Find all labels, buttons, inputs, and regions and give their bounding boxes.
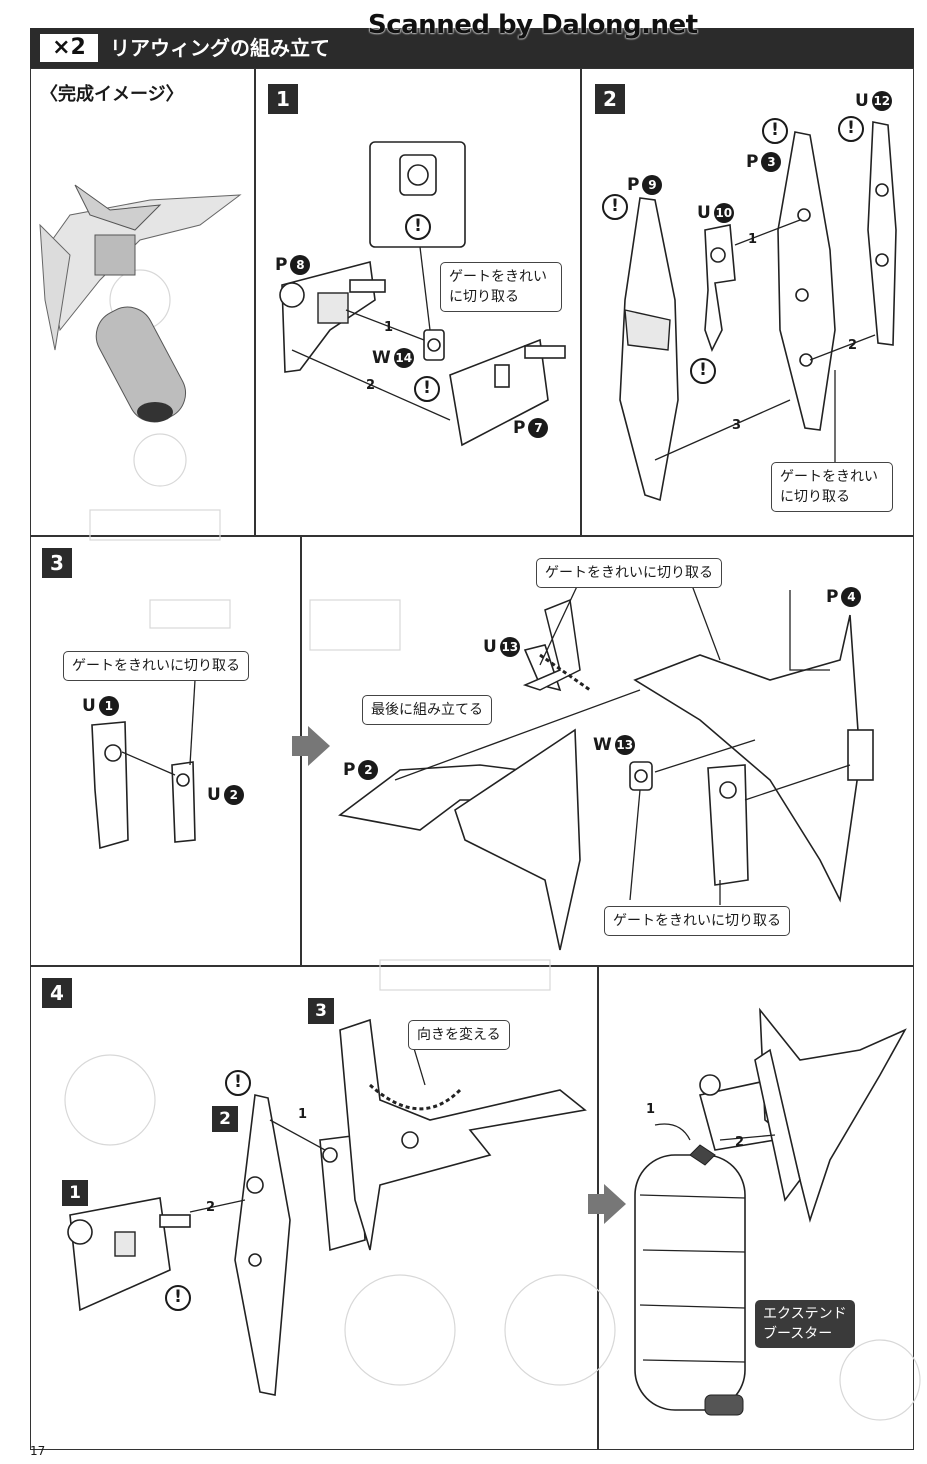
page-number: 17 [30,1444,46,1458]
step2-drawing [619,121,897,502]
next-arrow-icon [588,1184,626,1224]
step-number-4: 4 [42,978,72,1008]
warning-icon: ! [838,116,864,142]
divider [30,965,914,967]
step-number-2: 2 [595,84,625,114]
warning-icon: ! [690,358,716,384]
sequence-marker-1: 1 [384,320,394,335]
step1-gate-callout: ゲートをきれいに切り取る [440,262,562,312]
sequence-marker-2: 2 [206,1200,216,1215]
complete-image-label: 〈完成イメージ〉 [40,84,184,105]
step3-bottom-gate-callout: ゲートをきれいに切り取る [604,906,790,936]
warning-icon: ! [165,1285,191,1311]
ref-step-3: 3 [308,998,334,1024]
assemble-last-callout: 最後に組み立てる [362,695,492,725]
sequence-marker-2: 2 [735,1135,745,1150]
divider [580,68,582,535]
instruction-frame [30,68,914,1450]
sequence-marker-2: 2 [366,378,376,393]
sequence-marker-1: 1 [298,1107,308,1122]
turn-direction-callout: 向きを変える [408,1020,510,1050]
extend-booster-label: エクステンド ブースター [755,1300,855,1348]
step1-drawing [279,141,566,447]
sequence-marker-2: 2 [848,338,858,353]
step4b-drawing [634,1007,907,1416]
next-arrow-icon [292,726,330,766]
quantity-badge: ×2 [40,34,98,62]
warning-icon: ! [762,118,788,144]
ref-step-1: 1 [62,1180,88,1206]
step-number-1: 1 [268,84,298,114]
section-title: リアウィングの組み立て [110,36,330,60]
warning-icon: ! [405,214,431,240]
step3-top-gate-callout: ゲートをきれいに切り取る [536,558,722,588]
warning-icon: ! [602,194,628,220]
step3-left-gate-callout: ゲートをきれいに切り取る [63,651,249,681]
step4a-drawing [67,1018,587,1396]
step3a-drawing [91,679,196,850]
sequence-marker-1: 1 [646,1102,656,1117]
scan-watermark: Scanned by Dalong.net [368,10,698,40]
sequence-marker-3: 3 [732,418,742,433]
warning-icon: ! [225,1070,251,1096]
complete-image-render [39,184,242,423]
ref-step-2: 2 [212,1106,238,1132]
step2-gate-callout: ゲートをきれいに切り取る [771,462,893,512]
divider [30,535,914,537]
warning-icon: ! [414,376,440,402]
divider [254,68,256,535]
section-header: ×2 リアウィングの組み立て [30,28,914,68]
step-number-3: 3 [42,548,72,578]
step3b-drawing [338,579,874,951]
sequence-marker-1: 1 [748,232,758,247]
